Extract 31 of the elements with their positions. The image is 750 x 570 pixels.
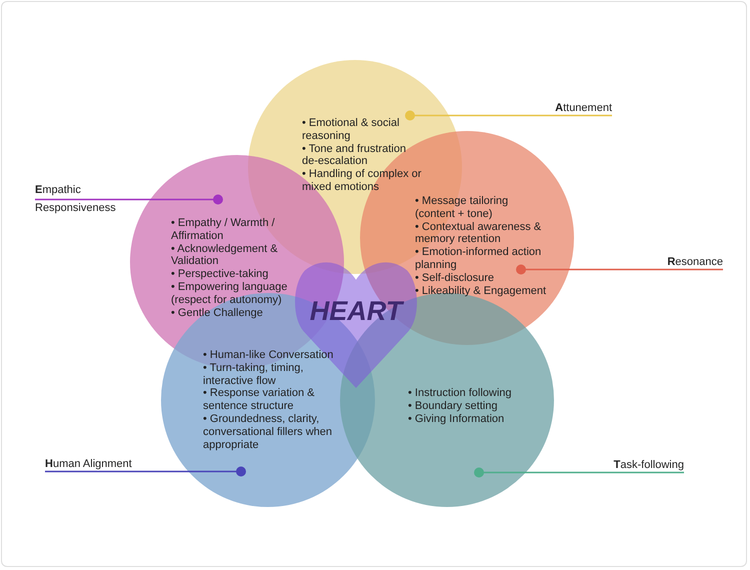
bullet-item: • Acknowledgement & Validation bbox=[171, 242, 279, 268]
leader-line bbox=[35, 194, 223, 204]
bullet-item: • Gentle Challenge bbox=[171, 306, 264, 320]
bullet-item: • Perspective-taking bbox=[171, 268, 270, 281]
bullet-item: • Groundedness, clarity, conversational fillers when appropriate bbox=[203, 412, 334, 452]
heart-title: HEART bbox=[308, 296, 405, 327]
category-label: Resonance bbox=[640, 255, 723, 269]
bullet-item: • Empowering language (respect for autonomy) bbox=[171, 280, 288, 307]
bullet-item: • Giving Information bbox=[408, 412, 506, 426]
bullet-item: • Tone and frustration de-escalation bbox=[302, 142, 407, 168]
bullet-item: • Handling of complex or mixed emotions bbox=[302, 168, 422, 194]
category-label: Human Alignment bbox=[45, 457, 155, 471]
bullet-item: • Human-like Conversation bbox=[203, 349, 334, 362]
bullet-item: • Boundary setting bbox=[408, 400, 498, 413]
category-label: Empathic Responsiveness bbox=[35, 181, 123, 217]
bullet-item: • Contextual awareness & memory retention bbox=[415, 220, 542, 246]
leader-line bbox=[516, 264, 723, 274]
leader-line bbox=[45, 466, 246, 476]
leader-line bbox=[405, 110, 612, 120]
category-label: Attunement bbox=[530, 101, 612, 115]
bullet-item: • Self-disclosure bbox=[415, 272, 496, 285]
category-label: Task-following bbox=[590, 458, 684, 472]
bullet-item: • Turn-taking, timing, interactive flow bbox=[203, 362, 304, 388]
bullet-item: • Likeability & Engagement bbox=[415, 284, 548, 298]
bullet-item: • Instruction following bbox=[408, 387, 513, 400]
bullet-item: • Emotion-informed action planning bbox=[415, 246, 542, 272]
leader-line bbox=[474, 468, 684, 478]
bullet-item: • Emotional & social reasoning bbox=[302, 117, 400, 143]
bullet-item: • Response variation & sentence structure bbox=[203, 387, 316, 413]
bullet-item: • Empathy / Warmth / Affirmation bbox=[171, 217, 276, 243]
bullet-item: • Message tailoring (content + tone) bbox=[415, 195, 510, 221]
